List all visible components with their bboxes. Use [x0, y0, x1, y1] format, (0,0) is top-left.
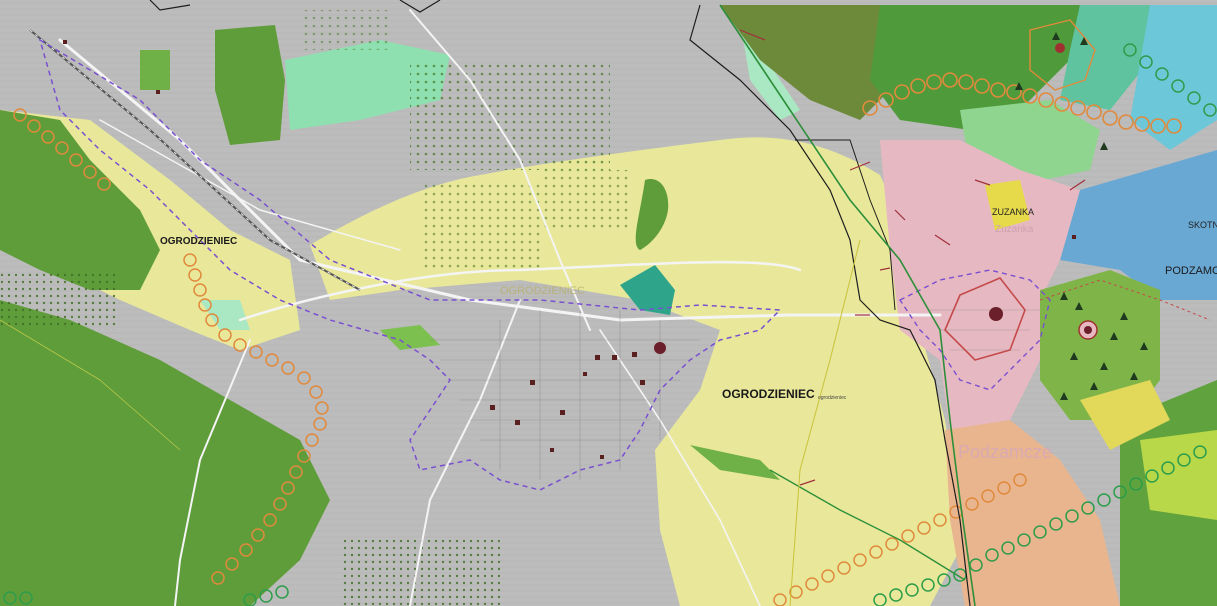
municipal-boundary [689, 4, 971, 606]
dotted-area-2 [420, 180, 540, 270]
green-spot-center [380, 325, 440, 350]
forest-west-2 [0, 300, 330, 606]
development-boundary-east [898, 269, 1051, 391]
label-podzamcze: PODZAMCZE [1165, 265, 1217, 277]
forest-north-1 [215, 25, 285, 145]
tree-markers [1015, 32, 1148, 400]
district-boundary [795, 139, 896, 311]
label-zuzanka-faded: Zuzanka [995, 224, 1034, 235]
ecological-corridor-west [13, 108, 329, 585]
municipal-boundary-north [149, 0, 441, 13]
historic-zone-hexagon [944, 277, 1026, 361]
ne-hexagon [1029, 19, 1096, 91]
utility-line-green [719, 4, 976, 606]
power-line-yellow [789, 239, 861, 606]
label-ogrodzieniec-center: OGRODZIENIEC [722, 387, 815, 401]
meadow-west [200, 300, 250, 330]
dotted-area-4 [0, 270, 120, 330]
lime-east [1140, 430, 1217, 520]
teal-ne [1060, 5, 1160, 110]
dotted-area-6 [300, 10, 390, 50]
forest-ne-dark [720, 5, 900, 120]
protected-area-teal [620, 265, 675, 315]
forest-west-1 [0, 110, 160, 290]
development-boundary [38, 38, 782, 491]
railway-ties [29, 29, 361, 291]
forest-strip-2 [690, 445, 780, 480]
urban-streets [430, 309, 1040, 480]
meadow-north [285, 40, 450, 130]
label-zuzanka: ZUZANKA [992, 207, 1034, 217]
label-ogrodzieniec-nw: OGRODZIENIEC [160, 236, 237, 247]
red-corridor-east [1039, 279, 1211, 321]
label-ogrodzieniec-faded: OGRODZIENIEC [500, 285, 585, 297]
label-small-center: ogrodzieniec [818, 395, 847, 401]
direction-arrows [739, 29, 1086, 486]
forest-north-2 [140, 50, 170, 90]
label-skotnica: SKOTNI [1188, 220, 1217, 230]
village-zone-pink [880, 140, 1080, 430]
forest-strip [635, 179, 669, 250]
power-line-west [0, 319, 181, 451]
label-podzamcze-big: Podzamcze [958, 442, 1052, 462]
dotted-area-3 [540, 170, 630, 230]
water-blue-ne [1130, 5, 1217, 150]
water-blue-east [1060, 150, 1217, 300]
castle-park-green [1040, 270, 1160, 420]
forest-ne [870, 5, 1080, 130]
dotted-area-1 [410, 60, 610, 170]
yellow-east [1080, 380, 1170, 450]
yellow-zuzanka [985, 180, 1030, 230]
utility-line-green-2 [769, 469, 966, 581]
building-markers [63, 40, 1076, 459]
ecological-corridor-ne [862, 72, 1182, 134]
monument-markers [654, 43, 1098, 354]
green-corridor-ring-chain [3, 43, 1217, 606]
